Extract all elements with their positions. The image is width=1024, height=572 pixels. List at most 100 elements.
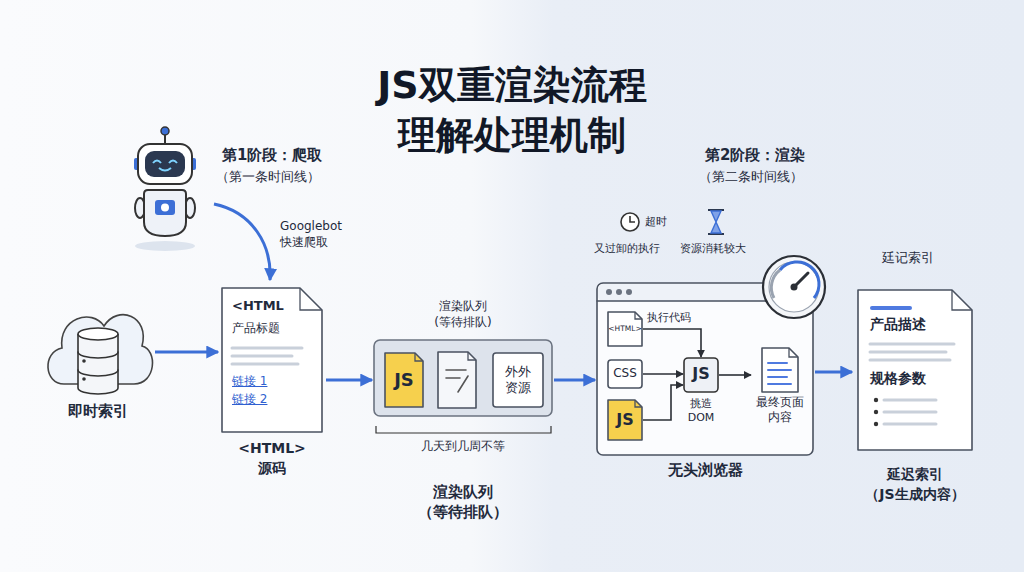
indexed-document: 廷记索引产品描述规格参数延迟索引 （JS生成内容） bbox=[852, 250, 978, 532]
text-lines bbox=[870, 344, 954, 360]
browser-window bbox=[597, 283, 813, 455]
gauge-rim bbox=[763, 256, 825, 318]
node-text: JS bbox=[384, 369, 424, 392]
icon-caption: 又过卸的执行 bbox=[594, 242, 684, 256]
window-dot bbox=[606, 289, 612, 295]
database-dot bbox=[82, 377, 86, 381]
engine-box bbox=[684, 358, 718, 392]
js-file-tile: JS bbox=[384, 352, 424, 408]
window-dot bbox=[616, 289, 622, 295]
phase-subtitle: （第一条时间线） bbox=[216, 169, 366, 185]
robot-arm bbox=[135, 198, 145, 218]
gauge-scale bbox=[771, 270, 780, 298]
phase-title: 第1阶段：爬取 bbox=[222, 146, 362, 165]
bullet-line bbox=[884, 423, 936, 426]
document-outline bbox=[608, 400, 642, 440]
css-file-icon: CSS bbox=[607, 359, 643, 389]
node-text: JS bbox=[683, 364, 719, 384]
duration-note: 几天到几周不等 bbox=[372, 439, 554, 454]
flow-arrow bbox=[815, 371, 852, 374]
gauge-icon bbox=[763, 256, 825, 318]
bullet-line bbox=[884, 399, 936, 402]
node-text: CSS bbox=[607, 366, 643, 381]
js-file-icon: JS bbox=[607, 399, 643, 441]
flow-arrow bbox=[155, 351, 218, 354]
node-text: 最终页面 内容 bbox=[751, 395, 809, 425]
flow-arrow bbox=[643, 385, 683, 420]
clock-icon bbox=[621, 213, 639, 231]
robot-arm bbox=[185, 198, 195, 218]
phase-subtitle: （第二条时间线） bbox=[699, 169, 849, 185]
robot-illustration bbox=[134, 127, 196, 251]
page-fold bbox=[789, 348, 798, 357]
document-outline bbox=[858, 290, 972, 450]
camera-icon bbox=[155, 200, 175, 215]
node-text: 外外 资源 bbox=[496, 364, 540, 396]
robot-shadow bbox=[135, 241, 195, 251]
node-text: 链接 2 bbox=[232, 392, 312, 407]
cloud-database: 即时索引 bbox=[40, 288, 155, 428]
node-text: 产品标题 bbox=[232, 321, 312, 336]
document-outline bbox=[438, 352, 476, 408]
gauge-scale-high bbox=[780, 262, 819, 298]
phase-title: 第2阶段：渲染 bbox=[705, 146, 845, 165]
node-text: JS bbox=[607, 410, 643, 430]
clock-hands bbox=[630, 216, 635, 222]
node-text: 即时索引 bbox=[40, 402, 155, 421]
flow-arrow bbox=[554, 379, 595, 382]
bullet-dot bbox=[874, 410, 878, 414]
browser-titlebar bbox=[598, 284, 812, 301]
node-text: <HTML> 源码 bbox=[237, 438, 307, 478]
database-bands bbox=[78, 352, 118, 376]
gauge-needle bbox=[794, 273, 808, 287]
document-outline bbox=[222, 288, 322, 432]
headless-browser: 无头浏览器<HTML>CSSJSJS挑造 DOM最终页面 内容 bbox=[595, 281, 815, 486]
robot-ear bbox=[191, 158, 196, 170]
window-dot bbox=[626, 289, 632, 295]
source-document: <HTML产品标题链接 1链接 2<HTML> 源码 bbox=[218, 286, 326, 476]
document-outline bbox=[385, 353, 423, 407]
node-text: 规格参数 bbox=[870, 370, 966, 388]
document-icon-lines bbox=[446, 370, 468, 392]
render-queue: 渲染队列 (等待排队)JS外外 资源 bbox=[372, 296, 554, 418]
hourglass-icon bbox=[708, 210, 724, 234]
icon-caption: 超时 bbox=[645, 215, 685, 229]
js-engine-box: JS挑造 DOM bbox=[683, 357, 719, 441]
text-lines bbox=[232, 348, 302, 364]
hourglass-caps bbox=[708, 210, 724, 234]
robot-antenna bbox=[164, 134, 166, 144]
robot-face bbox=[145, 151, 185, 177]
database-dot bbox=[82, 359, 86, 363]
bullet-line bbox=[884, 411, 936, 414]
html-file-icon: <HTML> bbox=[607, 311, 643, 347]
node-text: 廷记索引 bbox=[882, 250, 972, 266]
external-resource-tile: 外外 资源 bbox=[492, 352, 544, 408]
robot-antenna-ball bbox=[161, 127, 169, 135]
clock-face bbox=[621, 213, 639, 231]
robot-smile bbox=[159, 168, 171, 171]
page-fold bbox=[415, 353, 423, 361]
queue-box bbox=[374, 340, 552, 416]
database-body bbox=[78, 334, 118, 394]
final-page-icon: 最终页面 内容 bbox=[751, 347, 809, 431]
section-caption: 渲染队列 （等待排队） bbox=[413, 482, 513, 522]
document-outline bbox=[608, 312, 642, 346]
page-fold bbox=[635, 312, 642, 319]
robot-head bbox=[138, 144, 192, 184]
arrow-caption: Googlebot 快速爬取 bbox=[280, 218, 356, 250]
bullet-dot bbox=[874, 422, 878, 426]
page-fold bbox=[468, 352, 476, 360]
crawl-arrow bbox=[214, 204, 270, 280]
page-fold bbox=[300, 288, 322, 310]
node-text: 链接 1 bbox=[232, 374, 312, 389]
hourglass-glass bbox=[711, 211, 721, 233]
css-box bbox=[608, 360, 642, 388]
flow-arrow bbox=[643, 373, 683, 375]
flow-arrow bbox=[326, 379, 372, 382]
camera-lens bbox=[161, 204, 169, 212]
robot-ear bbox=[134, 158, 139, 170]
node-text: <HTML> bbox=[607, 324, 643, 333]
flow-arrow bbox=[719, 374, 751, 376]
node-text: 延迟索引 （JS生成内容） bbox=[860, 464, 970, 504]
